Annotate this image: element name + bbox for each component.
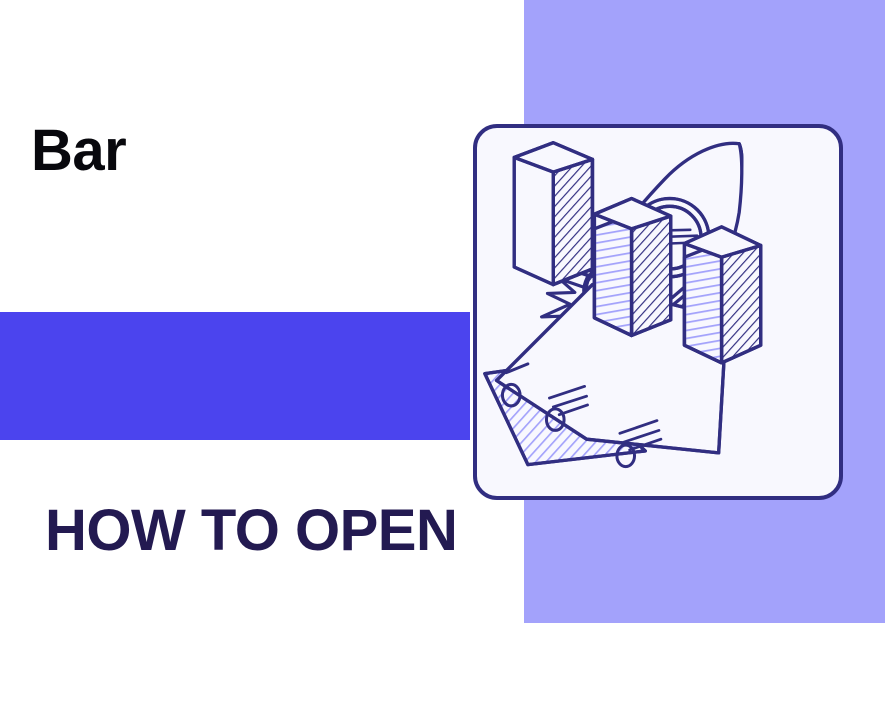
bar-chart-bar-1	[512, 141, 595, 287]
dashed-arrow-right-icon	[40, 664, 320, 712]
slide-canvas: Bar HOW TO OPEN	[0, 0, 885, 623]
accent-band	[0, 312, 470, 709]
headline-text: HOW TO OPEN	[45, 498, 458, 563]
bullet-marker-3	[615, 419, 663, 469]
illustration-card	[473, 124, 843, 500]
bar-chart-platform	[494, 282, 729, 455]
bar-chart-bar-2	[592, 196, 673, 338]
bar-chart-bar-3	[682, 225, 763, 365]
bullet-marker-1	[500, 362, 530, 408]
bullet-marker-2	[544, 384, 589, 432]
page-title: Bar	[31, 118, 127, 183]
